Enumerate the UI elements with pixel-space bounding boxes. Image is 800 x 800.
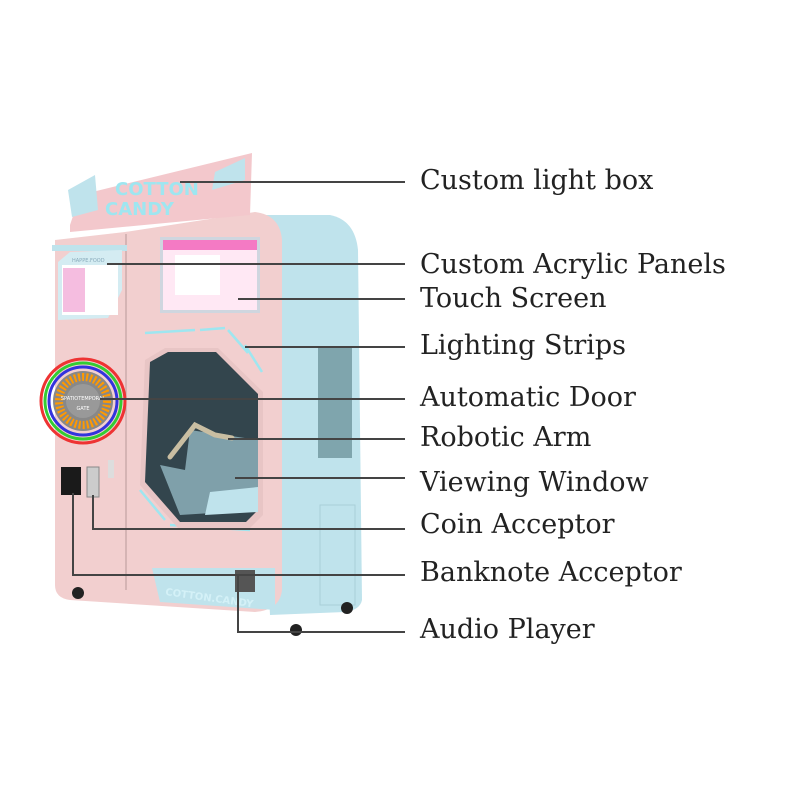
label-lighting-strips: Lighting Strips — [420, 330, 627, 362]
banknote-acceptor — [61, 467, 81, 495]
acrylic-panel: HAPPE.FOOD — [58, 250, 122, 320]
panel-brand: HAPPE.FOOD — [72, 258, 105, 264]
automatic-door: SPATIOTEMPORAL GATE — [39, 357, 127, 445]
label-custom-acrylic-panels: Custom Acrylic Panels — [420, 249, 726, 281]
door-text-2: GATE — [76, 406, 89, 412]
light-box-sign: COTTON CANDY — [68, 153, 252, 232]
label-coin-acceptor: Coin Acceptor — [420, 509, 615, 541]
leader-lines — [72, 181, 405, 633]
label-touch-screen: Touch Screen — [420, 283, 607, 315]
viewing-window — [140, 348, 263, 528]
robotic-arm — [167, 421, 235, 460]
label-banknote-acceptor: Banknote Acceptor — [420, 557, 682, 589]
touch-screen — [160, 237, 260, 313]
key-lock — [108, 460, 114, 478]
label-viewing-window: Viewing Window — [420, 467, 649, 499]
sign-line1: COTTON — [115, 179, 199, 200]
sign-line2: CANDY — [105, 199, 175, 220]
label-custom-light-box: Custom light box — [420, 165, 654, 197]
label-robotic-arm: Robotic Arm — [420, 422, 592, 454]
leader-banknote-acceptor — [72, 493, 405, 576]
coin-acceptor — [86, 466, 100, 498]
door-text-1: SPATIOTEMPORAL — [61, 396, 106, 402]
leader-audio-player — [237, 575, 405, 633]
leader-coin-acceptor — [92, 495, 405, 530]
label-automatic-door: Automatic Door — [420, 382, 636, 414]
label-audio-player: Audio Player — [420, 614, 595, 646]
